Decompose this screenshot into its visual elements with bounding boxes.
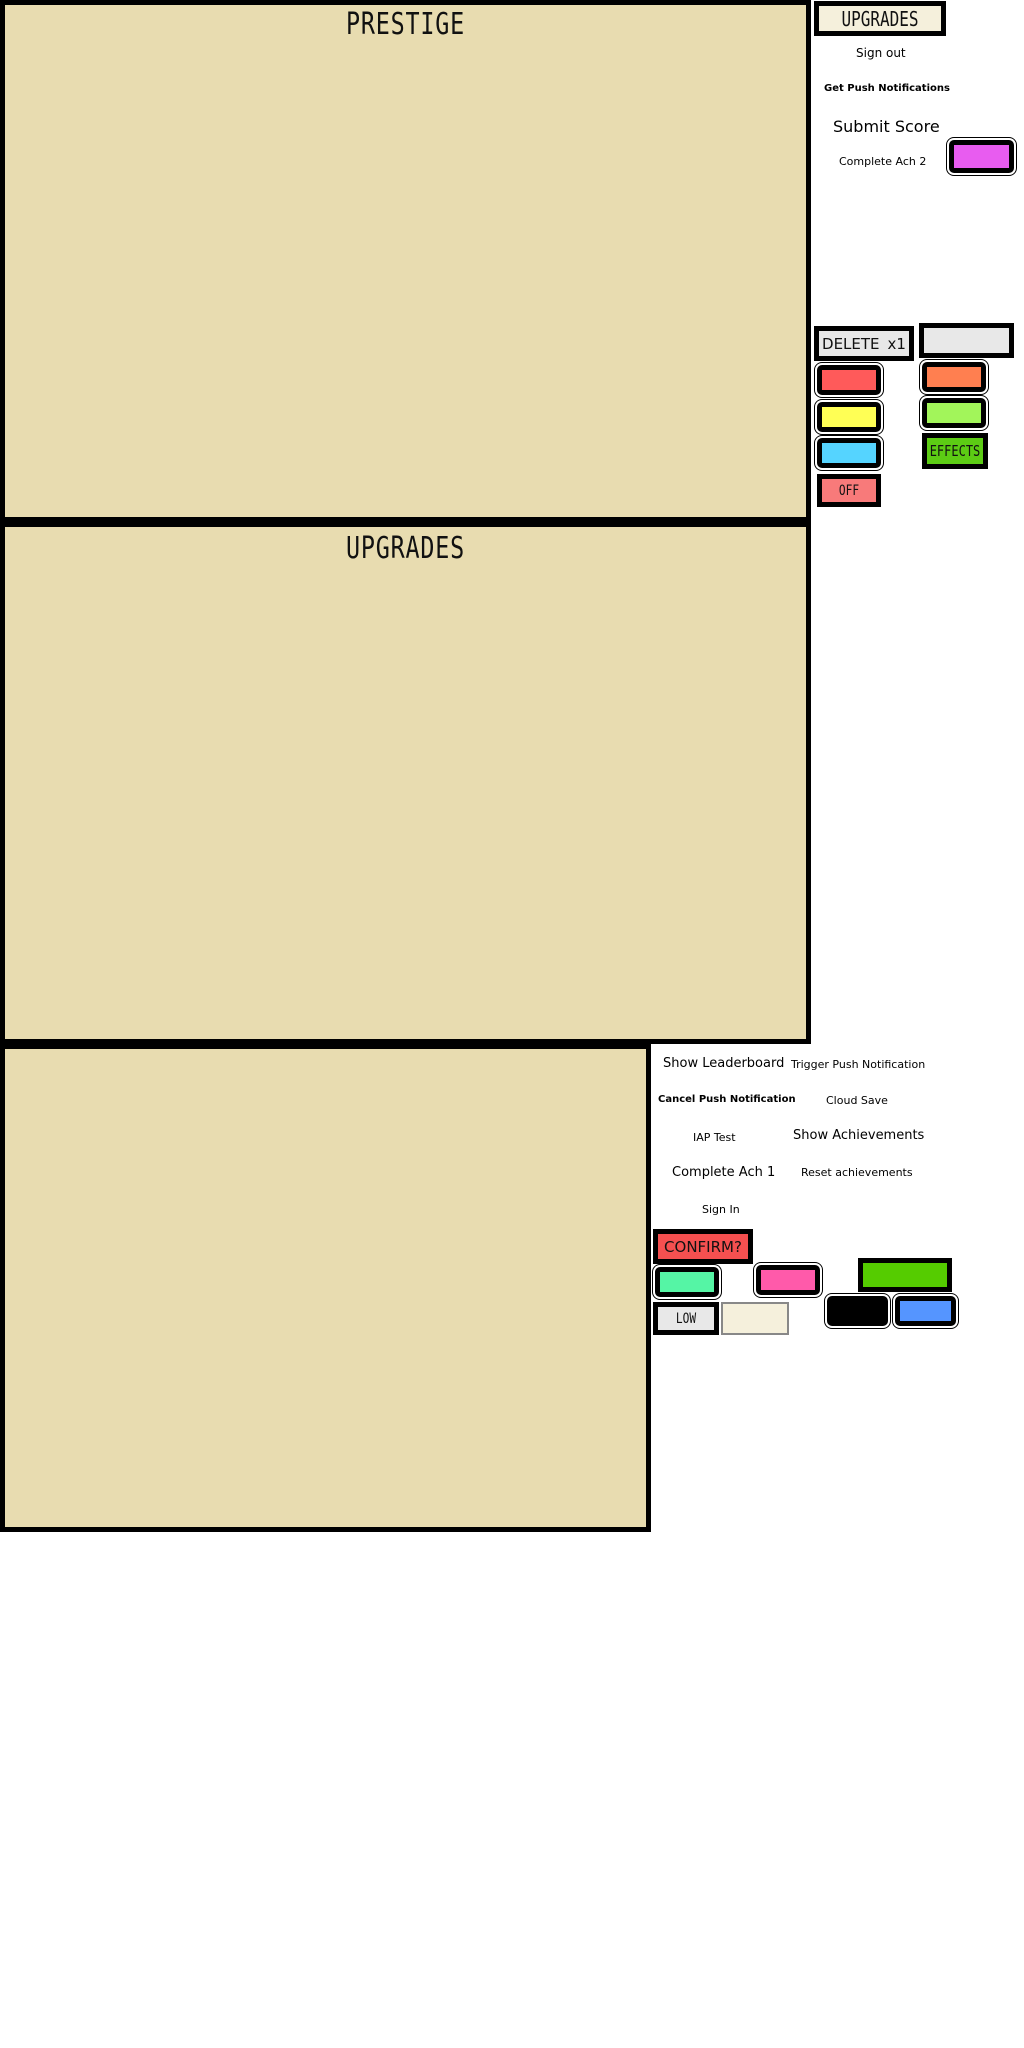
orange-color-button[interactable] [922, 362, 986, 392]
cancel-push-notification-button[interactable]: Cancel Push Notification [658, 1094, 796, 1105]
sign-out-button[interactable]: Sign out [856, 46, 906, 60]
low-label: LOW [675, 1310, 697, 1327]
mint-color-button[interactable] [655, 1267, 719, 1297]
cloud-save-button[interactable]: Cloud Save [826, 1094, 888, 1107]
show-leaderboard-button[interactable]: Show Leaderboard [663, 1056, 785, 1071]
delete-count: x1 [887, 334, 906, 353]
complete-ach-1-button[interactable]: Complete Ach 1 [672, 1165, 776, 1180]
yellow-color-button[interactable] [817, 402, 881, 432]
upgrades-panel: UPGRADES [0, 522, 811, 1044]
pink-color-button[interactable] [756, 1265, 820, 1295]
cream-input-field[interactable] [721, 1302, 789, 1335]
iap-test-button[interactable]: IAP Test [693, 1131, 736, 1144]
delete-text: DELETE [822, 334, 880, 353]
reset-achievements-button[interactable]: Reset achievements [801, 1166, 913, 1179]
cyan-color-button[interactable] [817, 438, 881, 468]
upgrades-tab-button[interactable]: UPGRADES [814, 1, 946, 36]
low-button[interactable]: LOW [653, 1302, 719, 1335]
prestige-title: PRESTIGE [346, 7, 465, 42]
confirm-label: CONFIRM? [664, 1237, 742, 1256]
magenta-color-button[interactable] [949, 140, 1014, 173]
upgrades-tab-label: UPGRADES [841, 6, 919, 31]
confirm-button[interactable]: CONFIRM? [653, 1229, 753, 1264]
complete-ach-2-button[interactable]: Complete Ach 2 [839, 155, 927, 168]
trigger-push-notification-button[interactable]: Trigger Push Notification [791, 1058, 926, 1071]
blue-color-button[interactable] [895, 1296, 956, 1326]
prestige-panel: PRESTIGE [0, 0, 811, 522]
bottom-panel [0, 1044, 651, 1532]
off-button[interactable]: OFF [817, 474, 881, 507]
upgrades-title: UPGRADES [346, 531, 465, 566]
show-achievements-button[interactable]: Show Achievements [793, 1128, 925, 1143]
delete-button[interactable]: DELETE x1 [814, 326, 914, 361]
green-color-button[interactable] [858, 1258, 952, 1292]
blank-button[interactable] [919, 323, 1014, 358]
lime-color-button[interactable] [922, 398, 986, 428]
effects-button[interactable]: EFFECTS [922, 433, 988, 469]
effects-label: EFFECTS [929, 442, 981, 460]
delete-label: DELETE x1 [819, 331, 909, 356]
red-color-button[interactable] [817, 365, 881, 395]
submit-score-button[interactable]: Submit Score [833, 117, 940, 136]
off-label: OFF [838, 482, 860, 499]
black-color-button[interactable] [827, 1296, 888, 1326]
get-push-notifications-button[interactable]: Get Push Notifications [824, 83, 950, 94]
sign-in-button[interactable]: Sign In [702, 1203, 740, 1216]
